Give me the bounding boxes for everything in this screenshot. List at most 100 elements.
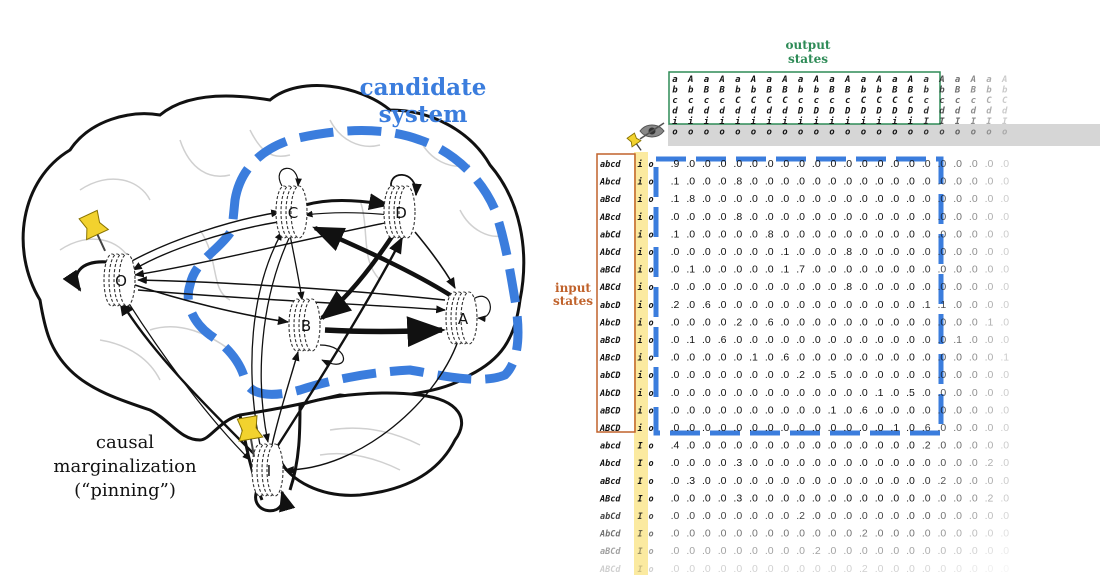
probability-cell: .0	[812, 246, 821, 258]
probability-cell: .0	[890, 369, 899, 381]
probability-cell: .0	[749, 563, 758, 575]
probability-cell: .0	[796, 281, 805, 293]
probability-cell: .0	[985, 475, 994, 487]
pushpin-icon	[626, 132, 642, 151]
probability-cell: .0	[686, 211, 695, 223]
probability-cell: .0	[796, 422, 805, 434]
probability-cell: .0	[749, 158, 758, 170]
probability-cell: .0	[1000, 404, 1009, 416]
probability-cell: .0	[969, 176, 978, 188]
output-header-cell: a	[923, 75, 929, 85]
probability-cell: .0	[765, 563, 774, 575]
probability-cell: .0	[859, 246, 868, 258]
probability-cell: .0	[733, 510, 742, 522]
input-state-o: o	[648, 248, 653, 258]
probability-cell: .0	[890, 528, 899, 540]
probability-cell: .0	[781, 158, 790, 170]
probability-cell: .0	[828, 492, 837, 504]
probability-cell: .0	[749, 246, 758, 258]
probability-cell: .0	[828, 316, 837, 328]
output-header-cell: b	[986, 86, 992, 96]
probability-cell: .0	[953, 228, 962, 240]
probability-cell: .0	[922, 369, 931, 381]
probability-cell: .0	[953, 176, 962, 188]
probability-cell: .2	[985, 492, 994, 504]
probability-cell: .0	[733, 246, 742, 258]
probability-cell: .0	[890, 404, 899, 416]
probability-cell: .0	[906, 369, 915, 381]
output-header-cell: o	[814, 128, 820, 138]
loop-i	[254, 487, 296, 513]
probability-cell: .0	[812, 334, 821, 346]
output-header-cell: d	[782, 107, 788, 117]
probability-cell: .1	[671, 176, 680, 188]
probability-cell: .0	[733, 281, 742, 293]
output-header-cell: I	[971, 117, 977, 127]
probability-cell: .0	[671, 334, 680, 346]
output-header-cell: B	[907, 86, 914, 96]
probability-cell: .0	[922, 334, 931, 346]
probability-cell: .0	[828, 457, 837, 469]
probability-cell: .0	[749, 193, 758, 205]
probability-cell: .0	[781, 528, 790, 540]
probability-cell: .0	[985, 369, 994, 381]
output-header-cell: o	[1002, 128, 1008, 138]
probability-cell: .0	[985, 176, 994, 188]
output-header-cell: o	[719, 128, 725, 138]
probability-cell: .0	[702, 404, 711, 416]
output-header-cell: o	[939, 128, 945, 138]
output-header-cell: c	[923, 96, 929, 106]
input-state-label: ABcD	[599, 354, 620, 364]
probability-cell: .0	[985, 246, 994, 258]
probability-cell: .0	[938, 158, 947, 170]
probability-cell: .0	[828, 176, 837, 188]
probability-cell: .0	[875, 422, 884, 434]
probability-cell: .0	[922, 158, 931, 170]
probability-cell: .0	[843, 475, 852, 487]
output-header-cell: i	[782, 116, 787, 127]
probability-cell: .0	[906, 510, 915, 522]
probability-cell: .1	[686, 264, 695, 276]
probability-cell: .0	[733, 264, 742, 276]
probability-cell: .6	[718, 334, 727, 346]
probability-cell: .0	[969, 404, 978, 416]
probability-cell: .0	[985, 158, 994, 170]
node-d: D	[383, 185, 416, 239]
probability-cell: .0	[718, 404, 727, 416]
probability-cell: .0	[812, 316, 821, 328]
edge-a-c	[312, 225, 452, 297]
probability-cell: .0	[938, 369, 947, 381]
probability-cell: .0	[985, 510, 994, 522]
probability-cell: .0	[843, 228, 852, 240]
probability-cell: .2	[812, 545, 821, 557]
probability-cell: .0	[812, 352, 821, 364]
probability-cell: .0	[1000, 211, 1009, 223]
probability-cell: .0	[671, 475, 680, 487]
input-state-label: AbCd	[599, 248, 621, 258]
probability-cell: .6	[702, 299, 711, 311]
probability-cell: .0	[796, 211, 805, 223]
probability-cell: .0	[765, 211, 774, 223]
probability-cell: .0	[671, 563, 680, 575]
output-header-cell: A	[875, 75, 881, 85]
probability-cell: .0	[890, 492, 899, 504]
probability-cell: .0	[828, 334, 837, 346]
probability-cell: .0	[843, 545, 852, 557]
probability-cell: .0	[828, 193, 837, 205]
input-state-label: abCd	[600, 230, 621, 240]
input-state-pinned: i	[637, 212, 642, 223]
input-state-o: o	[648, 301, 653, 311]
input-state-label: abcD	[600, 301, 620, 311]
edge-a-i	[284, 334, 461, 474]
probability-cell: .0	[875, 228, 884, 240]
probability-cell: .0	[985, 545, 994, 557]
probability-cell: .0	[938, 510, 947, 522]
output-header-cell: o	[908, 128, 914, 138]
probability-cell: .0	[765, 457, 774, 469]
input-state-pinned: i	[637, 265, 642, 276]
probability-cell: .0	[796, 440, 805, 452]
